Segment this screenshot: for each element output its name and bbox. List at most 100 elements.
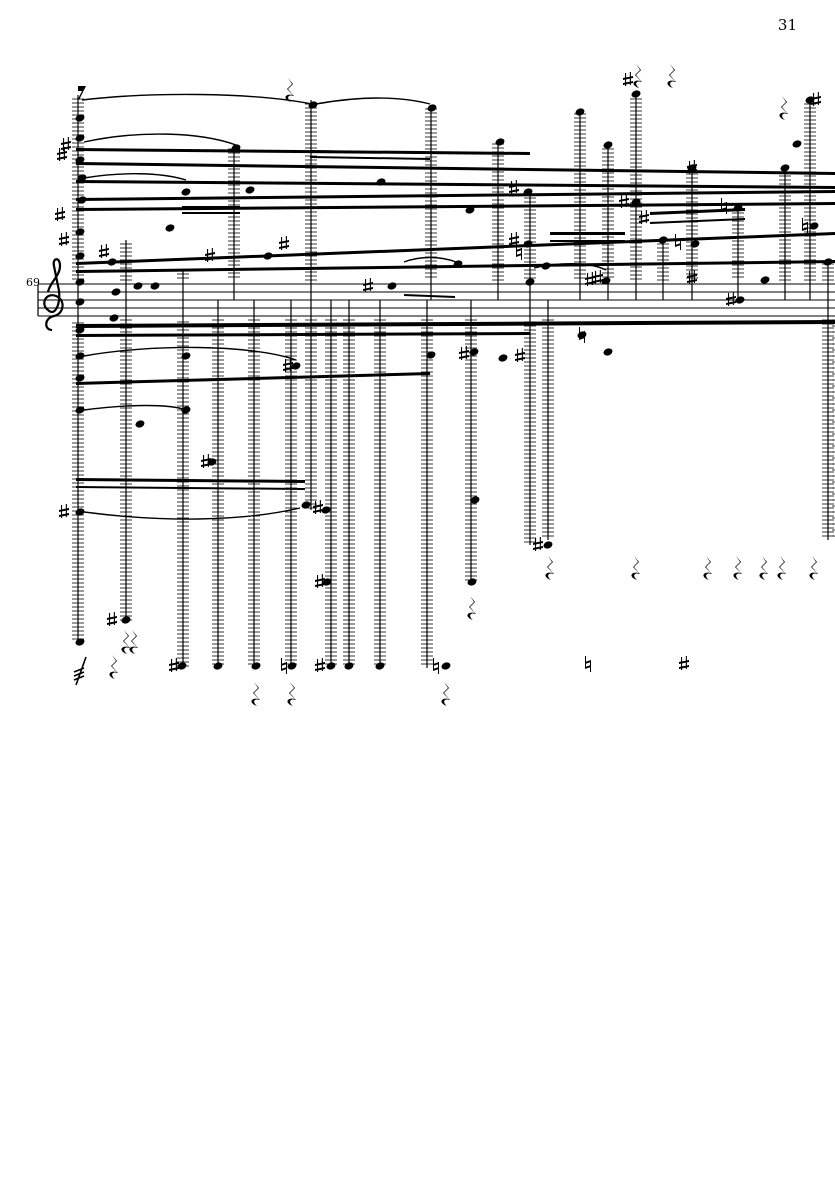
beam (550, 232, 625, 235)
notehead (523, 240, 533, 248)
notehead (733, 204, 743, 212)
measure-number: 69 (26, 276, 40, 289)
page-number: 31 (777, 16, 797, 34)
notehead (75, 406, 85, 414)
tie (403, 256, 457, 263)
sharp-icon (459, 346, 469, 360)
quarter-rest-icon (631, 556, 640, 580)
tie (81, 93, 313, 105)
quarter-rest-icon (109, 655, 118, 679)
ties (81, 93, 607, 520)
sharp-icon (515, 348, 525, 362)
notehead (75, 252, 85, 260)
notehead (575, 108, 585, 116)
sharp-icon (315, 658, 325, 672)
sharp-icon (639, 210, 649, 224)
notehead (467, 578, 477, 586)
sharp-icon (593, 270, 603, 284)
beam (76, 332, 530, 337)
quarter-rest-icon (703, 556, 712, 580)
notehead (441, 662, 451, 670)
notehead (121, 616, 131, 624)
quarter-rest-icon (121, 630, 130, 654)
notehead (603, 348, 613, 356)
notehead (498, 354, 508, 362)
quarter-rest-icon (129, 630, 138, 654)
sharp-icon (59, 232, 69, 246)
sharp-icon (533, 537, 543, 551)
sharp-icon (313, 500, 323, 514)
quarter-rest-icon (667, 64, 676, 88)
notehead (111, 288, 121, 296)
sharp-icon (687, 160, 697, 174)
notehead (760, 276, 770, 284)
beam (76, 180, 835, 189)
natural-icon (579, 327, 585, 343)
sharp-icon (811, 92, 821, 106)
notehead (321, 506, 331, 514)
beam (76, 202, 835, 211)
quarter-rest-icon (287, 682, 296, 706)
sharp-icon (363, 278, 373, 292)
notehead (809, 222, 819, 230)
beam (76, 148, 530, 155)
rests (73, 64, 818, 706)
notehead (735, 296, 745, 304)
notehead (792, 140, 802, 148)
beam (182, 206, 240, 208)
beam (76, 190, 835, 201)
quarter-rest-icon (809, 556, 818, 580)
accidentals (55, 72, 821, 674)
notehead (133, 282, 143, 290)
natural-icon (675, 234, 681, 250)
notehead (75, 374, 85, 382)
notehead (631, 90, 641, 98)
flag-top-left (78, 86, 86, 100)
notehead (75, 352, 85, 360)
notehead (181, 352, 191, 360)
notehead (426, 351, 436, 359)
quarter-rest-icon (545, 556, 554, 580)
notehead (181, 188, 191, 196)
notehead (780, 164, 790, 172)
sharp-icon (619, 194, 629, 208)
beam (182, 212, 240, 214)
notehead (287, 662, 297, 670)
notehead (245, 186, 255, 194)
notehead (658, 236, 668, 244)
natural-icon (281, 658, 287, 674)
beam (310, 150, 430, 154)
notehead (301, 501, 311, 509)
notehead (601, 277, 611, 285)
notehead (75, 508, 85, 516)
notehead (523, 188, 533, 196)
beam (76, 372, 430, 385)
tremolo-mark (73, 656, 87, 686)
tie (315, 97, 431, 105)
notehead (75, 326, 85, 334)
treble-clef-icon (43, 258, 64, 332)
tie (533, 263, 607, 271)
quarter-rest-icon (759, 556, 768, 580)
notehead (603, 141, 613, 149)
notehead (375, 662, 385, 670)
sharp-icon (279, 236, 289, 250)
notehead (291, 362, 301, 370)
stems (77, 95, 829, 668)
notehead (150, 282, 160, 290)
notehead (177, 662, 187, 670)
notehead (543, 541, 553, 549)
sharp-icon (283, 358, 293, 372)
notehead (469, 348, 479, 356)
notehead (251, 662, 261, 670)
tie (83, 404, 187, 411)
quarter-rest-icon (733, 556, 742, 580)
natural-icon (802, 218, 808, 234)
notehead (75, 638, 85, 646)
beam (76, 478, 305, 483)
notehead (823, 258, 833, 266)
sharp-icon (57, 147, 67, 161)
sharp-icon (55, 207, 65, 221)
sharp-icon (315, 574, 325, 588)
notehead (495, 138, 505, 146)
